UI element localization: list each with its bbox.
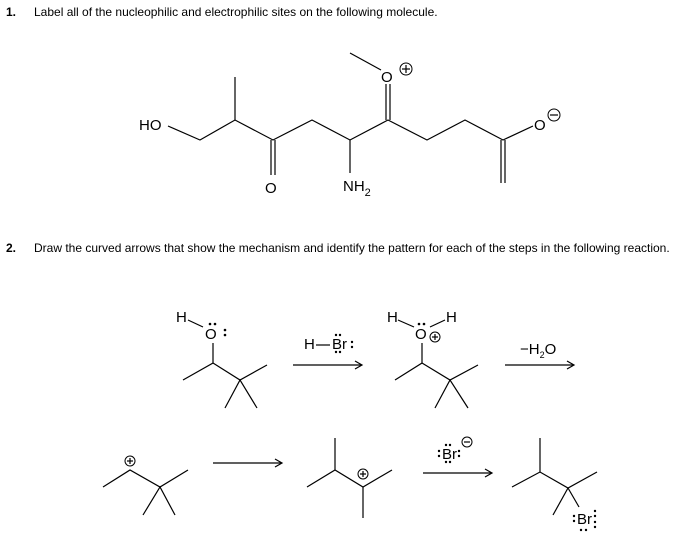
hydrogen-label: H [176, 309, 187, 326]
plus-charge-icon [357, 468, 369, 480]
bromine-label: Br [577, 511, 592, 528]
plus-charge-icon [399, 62, 413, 76]
enolate-oxygen: O [534, 117, 546, 134]
svg-text:O: O [415, 326, 427, 343]
question-text: Draw the curved arrows that show the mec… [34, 241, 670, 255]
ketone-oxygen: O [265, 180, 277, 197]
question-number: 1. [6, 5, 17, 19]
bromide-reagent: Br [442, 446, 457, 463]
secondary-carbocation [102, 455, 189, 516]
question-text: Label all of the nucleophilic and electr… [34, 5, 438, 19]
reaction-arrow-4: Br [423, 436, 494, 478]
oxygen-label: O [205, 326, 217, 343]
plus-charge-icon [429, 331, 441, 343]
question-2: 2. Draw the curved arrows that show the m… [6, 240, 689, 256]
water-loss-label: −H2O [520, 341, 556, 360]
ho-label: HO [139, 117, 162, 134]
carbon-chain [167, 119, 534, 141]
alcohol-reactant: H O [176, 309, 268, 409]
reaction-arrow-3 [213, 458, 284, 468]
plus-charge-icon [124, 455, 136, 467]
svg-text:H: H [387, 309, 398, 326]
reaction-arrow-2: −H2O [505, 341, 576, 370]
svg-text:Br: Br [332, 336, 347, 353]
oxonium-oxygen: O [381, 69, 393, 86]
molecule-1: HO O NH2 O O [139, 52, 561, 199]
question-1: 1. Label all of the nucleophilic and elec… [6, 4, 689, 20]
tertiary-carbocation [306, 438, 393, 518]
oxonium-intermediate: H O H [387, 309, 479, 409]
amine-label: NH2 [343, 178, 371, 199]
methoxy-bond [349, 52, 382, 71]
svg-text:H: H [446, 309, 457, 326]
question-number: 2. [6, 241, 17, 255]
hbr-reagent: H [304, 336, 315, 353]
reaction-arrow-1: H Br [293, 333, 364, 370]
minus-charge-icon [461, 436, 473, 448]
minus-charge-icon [547, 108, 561, 122]
alkyl-bromide-product: Br [511, 438, 598, 532]
